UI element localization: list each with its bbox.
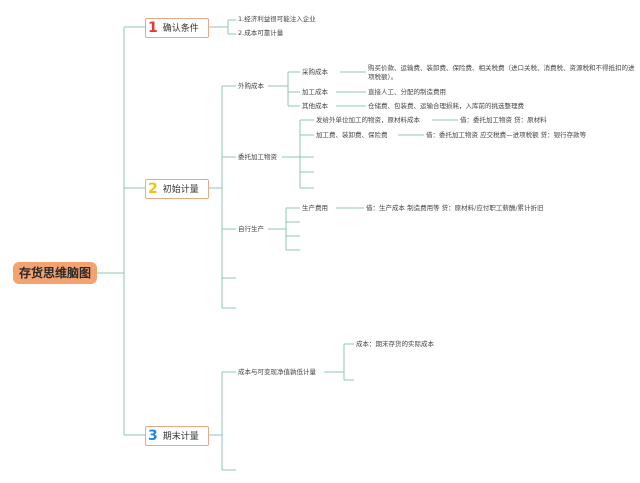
branch-label: 初始计量 <box>162 185 199 195</box>
branch-confirm-conditions[interactable]: 1 确认条件 <box>145 18 209 38</box>
node-consigned-processing: 委托加工物资 <box>238 153 277 161</box>
condition-1: 1.经济利益很可能注入企业 <box>238 15 316 23</box>
root-node[interactable]: 存货思维脑图 <box>13 262 97 284</box>
other-cost-detail: 仓储费、包装费、运输合理损耗，入库前的挑选整理费 <box>368 102 524 110</box>
node-production-expenses: 生产费用 <box>302 204 328 212</box>
consigned-entry-2: 借：委托加工物资 应交税费—进项税额 贷：银行存款等 <box>426 131 587 139</box>
node-purchase-cost: 外购成本 <box>238 82 264 90</box>
number-2-icon: 2 <box>148 181 158 197</box>
number-1-icon: 1 <box>148 20 158 36</box>
node-lower-of-cost-nrv: 成本与可变现净值孰低计量 <box>238 368 316 376</box>
branch-label: 确认条件 <box>162 24 199 34</box>
node-other-cost: 其他成本 <box>302 102 328 110</box>
branch-initial-measurement[interactable]: 2 初始计量 <box>145 179 209 199</box>
node-processing-cost: 加工成本 <box>302 88 328 96</box>
node-procurement-cost: 采购成本 <box>302 68 328 76</box>
condition-2: 2.成本可靠计量 <box>238 29 284 37</box>
node-self-production: 自行生产 <box>238 225 264 233</box>
consigned-entry-1: 借：委托加工物资 贷：原材料 <box>460 116 547 124</box>
processing-cost-detail: 直接人工、分配的制造费用 <box>368 88 446 96</box>
consigned-row-2: 加工费、装卸费、保险费 <box>316 131 388 139</box>
production-entry: 借：生产成本 制造费用等 贷：原材料/应付职工薪酬/累计折旧 <box>366 204 544 212</box>
branch-label: 期末计量 <box>162 432 199 442</box>
branch-period-end-measurement[interactable]: 3 期末计量 <box>145 426 209 446</box>
consigned-row-1: 发给外单位加工的物资，原材料成本 <box>316 116 420 124</box>
number-3-icon: 3 <box>148 428 158 444</box>
procurement-cost-detail: 购买价款、运输费、装卸费、保险费、相关税费（进口关税、消费税、资源税和不得抵扣的… <box>368 64 635 81</box>
node-cost-definition: 成本：期末存货的实际成本 <box>356 340 434 348</box>
